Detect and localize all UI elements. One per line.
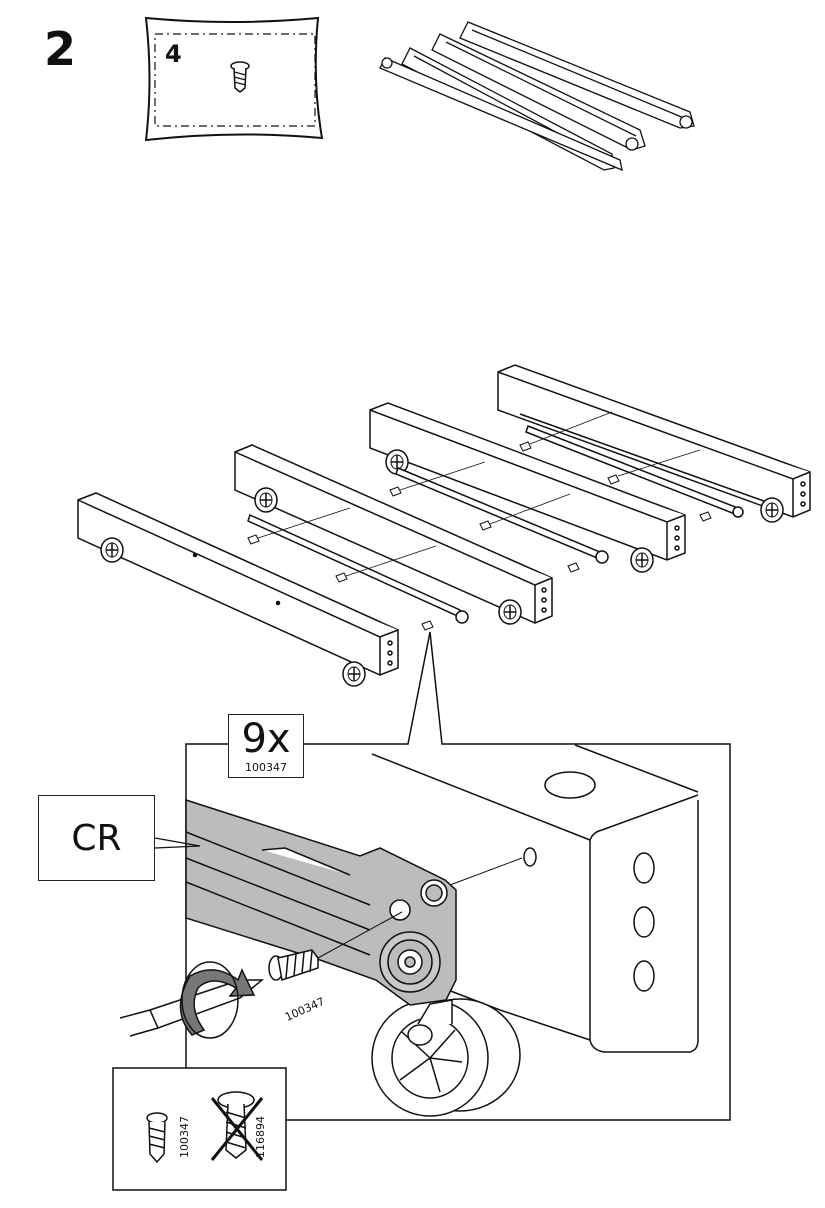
step-number: 2 <box>44 22 76 76</box>
quantity-count: 9x <box>241 716 291 762</box>
drawer-rail-detail <box>185 798 457 1006</box>
bag-quantity: 4 <box>165 40 182 68</box>
quantity-box: 9x 100347 <box>228 714 304 778</box>
correct-screw-icon <box>146 1112 168 1164</box>
rail-label-box: CR <box>38 795 155 881</box>
beam-2 <box>234 444 553 631</box>
drawer-rails-top <box>379 21 695 172</box>
correct-article-label: 100347 <box>178 1116 191 1158</box>
beam-3 <box>369 402 686 573</box>
wrong-article-label: 116894 <box>254 1116 267 1158</box>
screw-detail-icon <box>268 949 319 981</box>
prohibited-cross-icon <box>210 1097 264 1161</box>
beam-end-detail <box>371 744 699 1053</box>
beams-assembly <box>77 364 811 687</box>
beam-1 <box>77 492 399 687</box>
hint-box <box>112 1067 287 1191</box>
cr-leader-line <box>154 837 201 847</box>
quantity-article-number: 100347 <box>245 761 287 774</box>
alignment-lines <box>317 857 523 959</box>
beam-4 <box>497 364 811 523</box>
screw-icon <box>230 61 250 93</box>
wheel-detail <box>371 998 521 1117</box>
rotate-clockwise-icon <box>179 961 256 1039</box>
rail-label: CR <box>71 817 122 859</box>
